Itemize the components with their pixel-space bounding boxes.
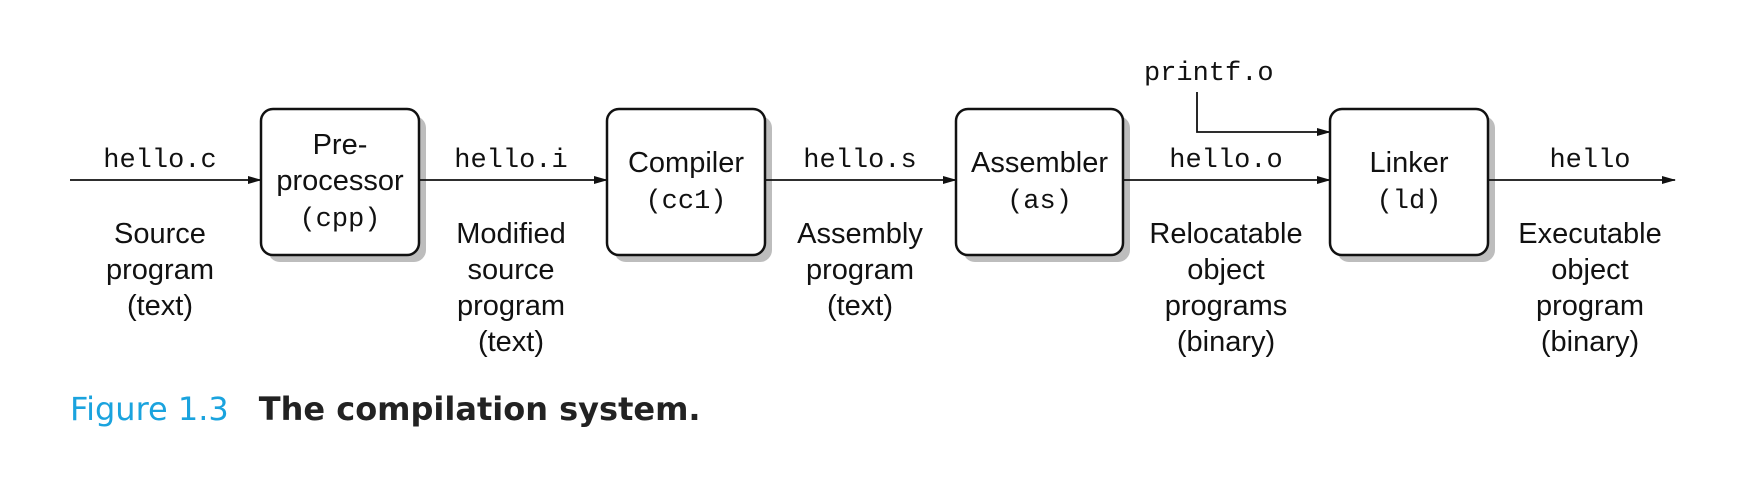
figure-caption: Figure 1.3 The compilation system.: [70, 390, 701, 428]
file-description-hello-i-line-3: program: [457, 290, 565, 322]
file-description-hello-o-line-4: (binary): [1177, 326, 1275, 358]
stage-box-compiler: [605, 107, 767, 257]
stage-box-pre-processor: [259, 107, 421, 257]
file-description-hello-c-line-1: Source: [114, 218, 206, 250]
file-description-hello-o-line-2: object: [1187, 254, 1264, 286]
stage-boxes: [259, 107, 1490, 257]
file-description-hello-i-line-2: source: [467, 254, 554, 286]
stage-title-pre-processor-line-1: Pre-: [313, 129, 368, 161]
file-description-hello-line-2: object: [1551, 254, 1628, 286]
figure-title: The compilation system.: [258, 390, 701, 428]
diagram-labels: Pre-processor (cpp) Compiler (cc1) Assembler…: [103, 59, 1661, 358]
stage-title-pre-processor-line-2: processor: [276, 165, 404, 197]
stage-command-linker: (ld): [1377, 187, 1442, 217]
file-description-hello-line-3: program: [1536, 290, 1644, 322]
figure-number: Figure 1.3: [70, 390, 229, 428]
file-description-hello-s-line-1: Assembly: [797, 218, 923, 250]
extra-input-arrow: [1196, 92, 1331, 136]
stage-title-assembler-line-1: Assembler: [971, 147, 1108, 179]
flow-arrows: [70, 92, 1676, 184]
file-description-hello-i-line-4: (text): [478, 326, 544, 358]
file-description-hello-line-4: (binary): [1541, 326, 1639, 358]
stage-box-assembler: [954, 107, 1125, 257]
file-description-hello-c-line-2: program: [106, 254, 214, 286]
file-name-hello: hello: [1549, 146, 1630, 176]
file-description-hello-c-line-3: (text): [127, 290, 193, 322]
stage-command-compiler: (cc1): [645, 187, 726, 217]
file-description-hello-o-line-1: Relocatable: [1149, 218, 1302, 250]
file-name-hello-s: hello.s: [803, 146, 916, 176]
file-name-hello-c: hello.c: [103, 146, 216, 176]
file-name-printf-o: printf.o: [1144, 59, 1274, 89]
stage-command-pre-processor: (cpp): [299, 205, 380, 235]
file-description-hello-i-line-1: Modified: [456, 218, 566, 250]
file-description-hello-line-1: Executable: [1518, 218, 1662, 250]
stage-title-linker-line-1: Linker: [1370, 147, 1449, 179]
file-name-hello-i: hello.i: [454, 146, 567, 176]
file-description-hello-s-line-3: (text): [827, 290, 893, 322]
stage-title-compiler-line-1: Compiler: [628, 147, 744, 179]
file-description-hello-o-line-3: programs: [1165, 290, 1288, 322]
stage-command-assembler: (as): [1007, 187, 1072, 217]
file-description-hello-s-line-2: program: [806, 254, 914, 286]
file-name-hello-o: hello.o: [1169, 146, 1282, 176]
stage-box-linker: [1328, 107, 1490, 257]
